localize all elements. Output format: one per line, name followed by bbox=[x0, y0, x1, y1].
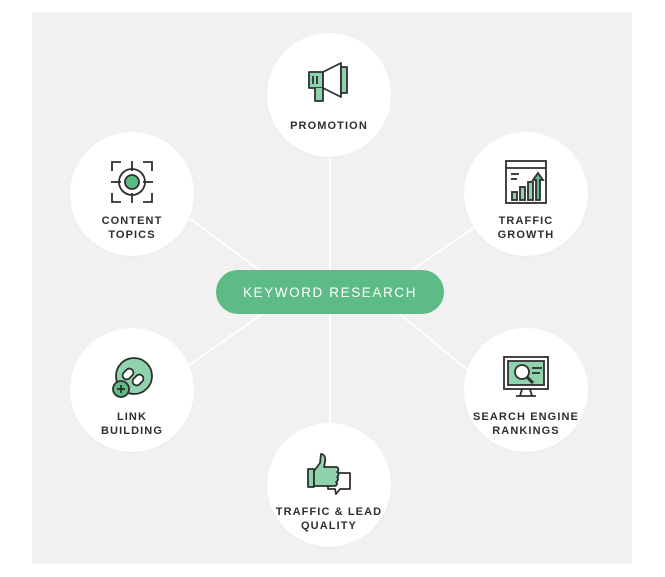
monitor-search-icon bbox=[496, 352, 556, 404]
megaphone-icon bbox=[299, 57, 359, 109]
node-label: LINK BUILDING bbox=[101, 411, 163, 437]
connector-link-building bbox=[184, 309, 269, 369]
node-search-engine-rankings: SEARCH ENGINE RANKINGS bbox=[464, 328, 588, 452]
connector-search-rankings bbox=[394, 309, 471, 373]
node-label: TRAFFIC GROWTH bbox=[497, 215, 555, 241]
node-link-building: LINK BUILDING bbox=[70, 328, 194, 452]
node-content-topics: CONTENT TOPICS bbox=[70, 132, 194, 256]
target-icon bbox=[102, 156, 162, 208]
connector-traffic-growth bbox=[399, 224, 479, 279]
node-promotion: PROMOTION bbox=[267, 33, 391, 157]
keyword-research-hub: KEYWORD RESEARCH bbox=[216, 270, 444, 314]
connector-content-topics bbox=[184, 214, 271, 279]
link-icon bbox=[102, 352, 162, 404]
node-label: SEARCH ENGINE RANKINGS bbox=[473, 411, 579, 437]
growth-chart-icon bbox=[496, 156, 556, 208]
node-label: TRAFFIC & LEAD QUALITY bbox=[275, 506, 383, 532]
node-traffic-growth: TRAFFIC GROWTH bbox=[464, 132, 588, 256]
thumbs-up-icon bbox=[299, 447, 359, 499]
node-label: PROMOTION bbox=[290, 120, 368, 132]
node-lead-quality: TRAFFIC & LEAD QUALITY bbox=[267, 423, 391, 547]
node-label: CONTENT TOPICS bbox=[101, 215, 163, 241]
